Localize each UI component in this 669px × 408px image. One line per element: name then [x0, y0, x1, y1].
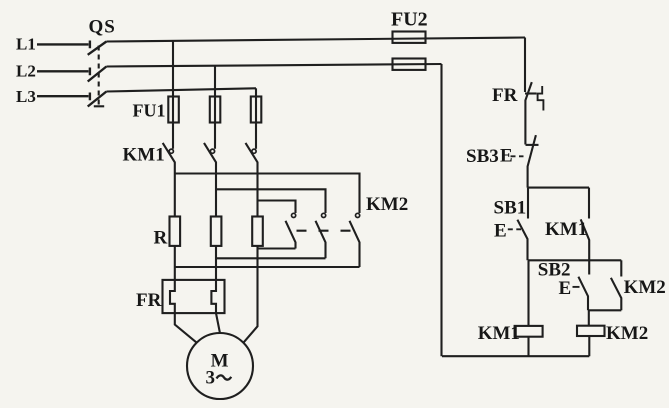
svg-text:E: E	[494, 221, 507, 242]
svg-text:KM1: KM1	[478, 323, 520, 344]
svg-text:QS: QS	[89, 17, 116, 38]
svg-text:FU1: FU1	[133, 101, 166, 121]
svg-text:R: R	[154, 228, 168, 249]
svg-text:3: 3	[206, 368, 216, 389]
svg-text:M: M	[211, 351, 229, 372]
svg-text:L3: L3	[16, 87, 36, 106]
svg-text:SB2: SB2	[538, 260, 571, 281]
svg-text:L2: L2	[16, 62, 36, 81]
svg-text:KM2: KM2	[366, 194, 408, 215]
svg-text:FU2: FU2	[391, 9, 428, 31]
svg-text:SB1: SB1	[494, 198, 527, 219]
svg-text:E: E	[500, 146, 513, 167]
svg-text:L1: L1	[16, 35, 36, 54]
svg-text:E: E	[559, 278, 572, 299]
svg-text:FR: FR	[492, 85, 518, 106]
svg-text:SB3: SB3	[466, 146, 499, 167]
svg-text:KM1: KM1	[545, 219, 587, 240]
svg-text:KM1: KM1	[123, 145, 165, 166]
svg-text:FR: FR	[136, 290, 162, 311]
svg-text:KM2: KM2	[624, 277, 666, 298]
svg-text:KM2: KM2	[606, 323, 648, 344]
